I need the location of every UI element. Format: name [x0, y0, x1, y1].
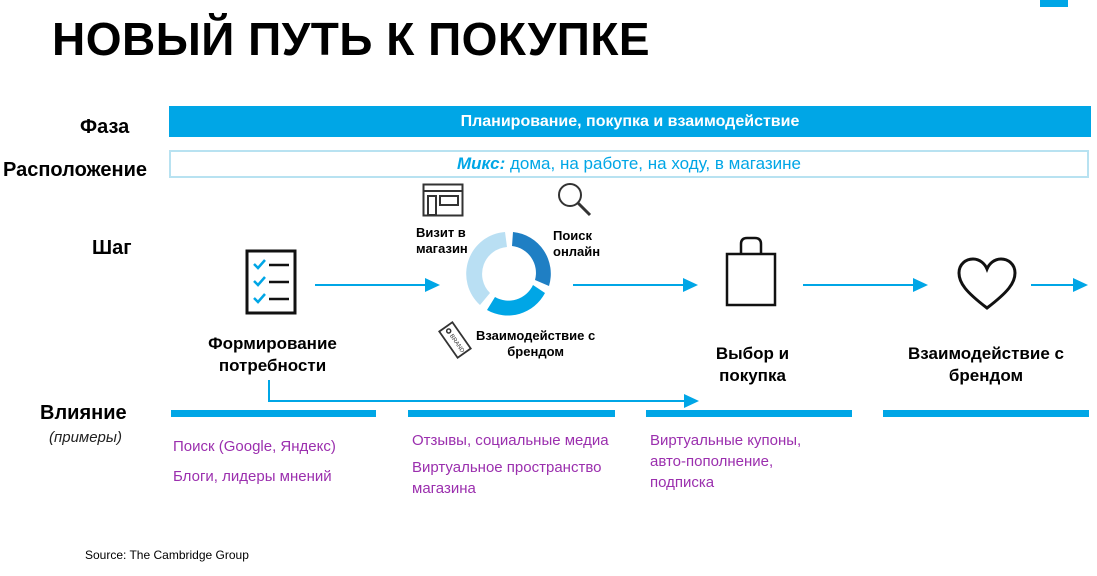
arrow-cycle-to-purchase	[573, 278, 698, 292]
label-location: Расположение	[3, 159, 148, 181]
influence-bar-4	[883, 410, 1089, 417]
brand-interaction-small-label: Взаимодействие с брендом	[476, 328, 596, 359]
online-search-label: Поиск онлайн	[553, 228, 601, 259]
corner-accent	[1040, 0, 1068, 7]
label-step: Шаг	[92, 237, 132, 259]
step-purchase-label: Выбор и покупка	[715, 344, 790, 385]
influence-bar-1	[171, 410, 376, 417]
influence-bar-3	[646, 410, 852, 417]
page-title: НОВЫЙ ПУТЬ К ПОКУПКЕ	[52, 13, 651, 65]
influence-bar-2	[408, 410, 615, 417]
label-examples: (примеры)	[49, 429, 122, 446]
step-need-label: Формирование потребности	[208, 334, 337, 375]
influence-col-1: Поиск (Google, Яндекс) Блоги, лидеры мне…	[173, 438, 336, 485]
location-mix: Микс:	[456, 154, 506, 173]
arrow-brand-out	[1031, 278, 1088, 292]
arrow-purchase-to-brand	[803, 278, 928, 292]
source-note: Source: The Cambridge Group	[85, 548, 249, 562]
checklist-icon	[245, 249, 297, 315]
shopping-bag-icon	[725, 236, 777, 307]
label-phase: Фаза	[80, 116, 130, 138]
magnifier-icon	[558, 183, 592, 217]
heart-icon	[957, 257, 1017, 310]
influence-col-2: Отзывы, социальные медиа Виртуальное про…	[412, 432, 609, 497]
brand-tag-icon: BRAND	[438, 321, 472, 359]
arrow-need-to-purchase	[268, 380, 699, 408]
phase-bar: Планирование, покупка и взаимодействие	[169, 106, 1091, 137]
location-text: дома, на работе, на ходу, в магазине	[510, 154, 801, 173]
step-brand-label: Взаимодействие с брендом	[908, 344, 1064, 385]
store-icon	[422, 183, 464, 217]
influence-col-3: Виртуальные купоны, авто-пополнение, под…	[650, 432, 802, 491]
location-bar: Микс: дома, на работе, на ходу, в магази…	[169, 150, 1089, 178]
cycle-ring-icon	[466, 232, 551, 316]
arrow-need-to-cycle	[315, 278, 440, 292]
label-influence: Влияние	[40, 402, 127, 424]
store-visit-label: Визит в магазин	[416, 225, 468, 256]
